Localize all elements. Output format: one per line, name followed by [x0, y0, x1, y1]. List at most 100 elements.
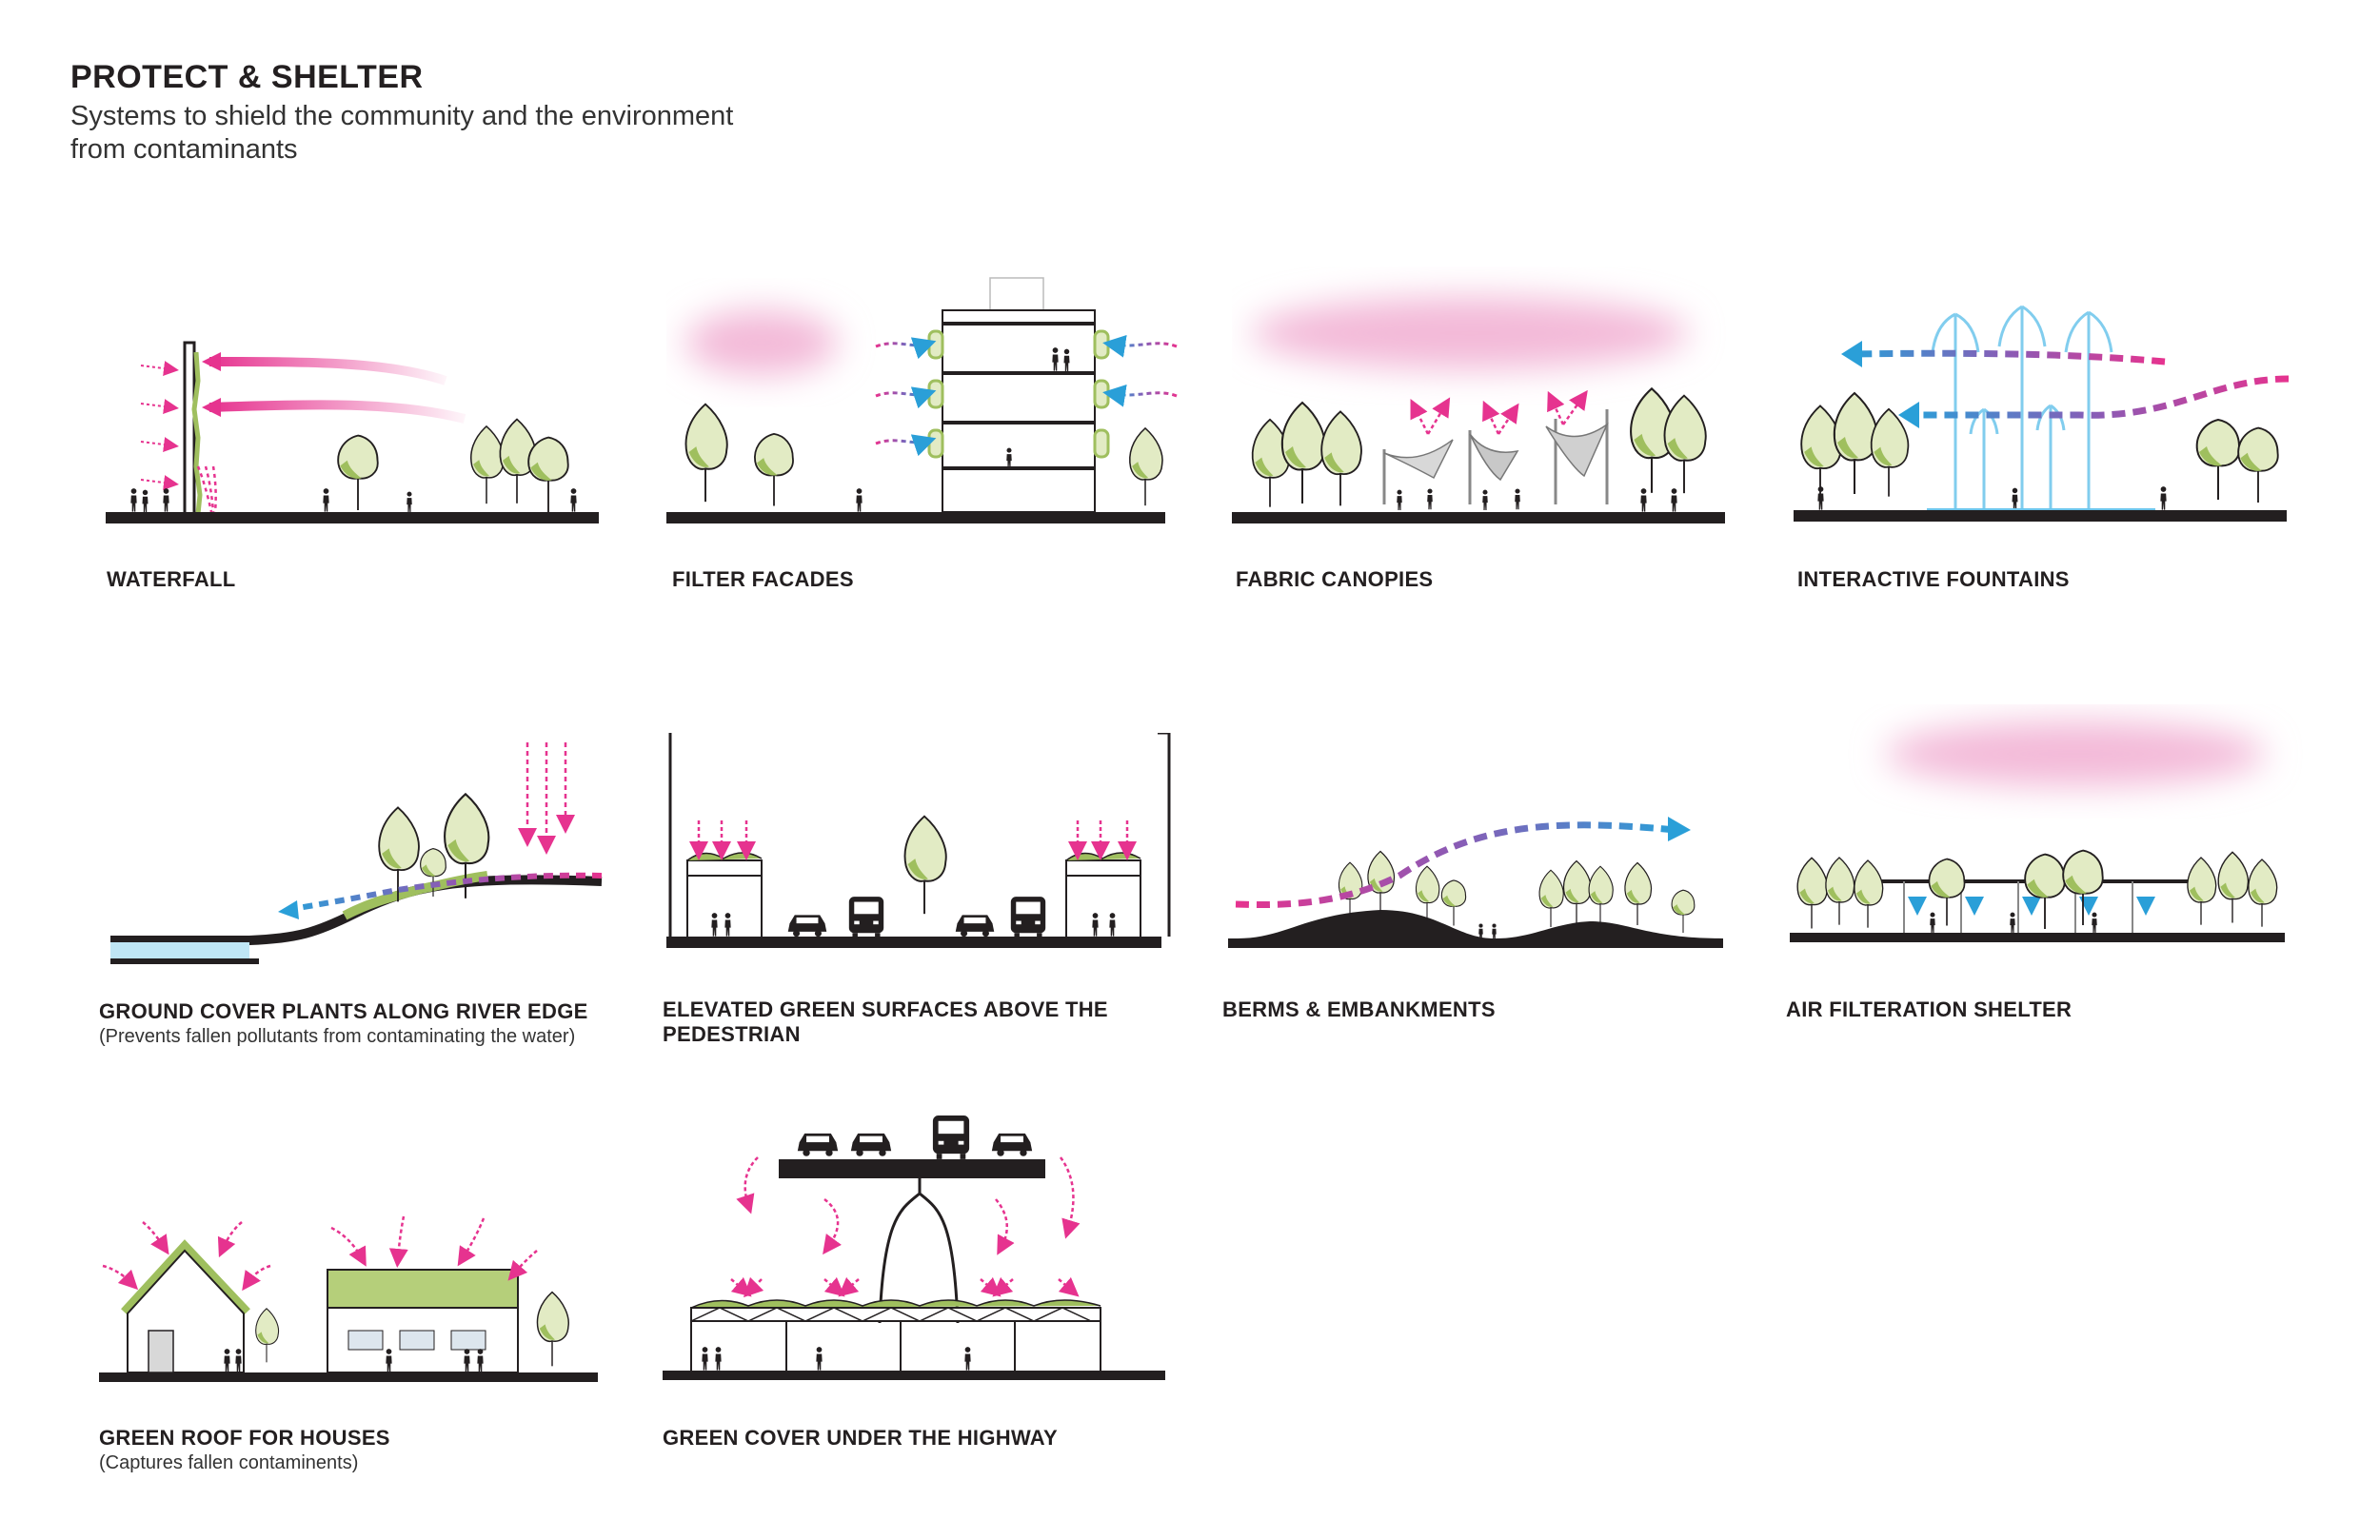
captured-pollutant-arrows	[102, 1215, 538, 1292]
caption-green-cover-highway: GREEN COVER UNDER THE HIGHWAY	[663, 1426, 1058, 1450]
bus	[848, 897, 884, 938]
caption-fabric-canopies: FABRIC CANOPIES	[1236, 567, 1434, 591]
tree	[469, 424, 506, 505]
small-pink-arrows	[140, 361, 179, 490]
berms-illustration	[1228, 817, 1723, 948]
berm-mounds	[1238, 910, 1723, 938]
panel-filter-facades	[666, 267, 1200, 533]
tree	[2195, 418, 2241, 502]
caption-berms: BERMS & EMBANKMENTS	[1222, 997, 1496, 1021]
person	[1492, 923, 1497, 940]
waterfall-illustration	[106, 341, 599, 523]
wall-greenery	[191, 351, 203, 515]
tree	[1128, 427, 1163, 507]
panel-green-roof	[99, 1171, 632, 1390]
person	[1482, 489, 1488, 510]
panel-ground-cover	[107, 733, 640, 990]
deflected-pollutant-arrows	[1410, 389, 1588, 435]
person	[1397, 489, 1402, 510]
interactive-fountains-illustration	[1794, 305, 2290, 522]
air-arrow-upper	[1850, 349, 2166, 365]
caption-air-filter-shelter: AIR FILTERATION SHELTER	[1786, 997, 2073, 1021]
runoff-arrow	[287, 872, 603, 913]
smog-cloud	[1251, 297, 1689, 369]
fabric-canopies-illustration	[1232, 297, 1725, 523]
caption-waterfall: WATERFALL	[107, 567, 236, 591]
caption-elevated-green: ELEVATED GREEN SURFACES ABOVE THE PEDEST…	[663, 997, 1108, 1047]
person	[2092, 912, 2097, 933]
deflected-air-arrow	[1235, 821, 1676, 909]
tree	[1854, 859, 1884, 929]
tree	[1588, 865, 1614, 923]
green-roof-illustration	[99, 1215, 598, 1382]
filtered-air-arrows-left	[875, 337, 937, 457]
tree	[1440, 879, 1467, 927]
tree	[536, 1291, 570, 1368]
panel-air-filter-shelter	[1790, 704, 2323, 952]
person	[724, 913, 731, 937]
tree	[527, 436, 569, 514]
ground-line	[666, 937, 1161, 948]
building-frame	[942, 309, 1096, 513]
person	[163, 488, 169, 512]
caption-green-roof: GREEN ROOF FOR HOUSES	[99, 1426, 390, 1450]
person	[323, 488, 329, 512]
green-canopy-deck	[690, 1299, 1101, 1371]
tree	[1796, 857, 1829, 930]
page-subtitle: Systems to shield the community and the …	[70, 100, 851, 167]
filter-facades-illustration	[666, 277, 1178, 523]
tree	[2062, 849, 2104, 927]
tree	[1825, 857, 1855, 926]
person	[1671, 488, 1677, 512]
river-water	[110, 942, 249, 961]
tree	[1870, 407, 1910, 498]
ground-line	[99, 1372, 598, 1382]
person	[1427, 488, 1433, 510]
smog-cloud	[1885, 721, 2266, 786]
tree	[2187, 857, 2217, 926]
tree	[2217, 851, 2250, 924]
ground-line	[106, 512, 599, 523]
ground-line	[1794, 510, 2287, 522]
pink-arrowhead-lower	[202, 398, 221, 417]
tree	[1320, 410, 1363, 507]
canopy-structures	[1382, 409, 1609, 504]
page-title: PROTECT & SHELTER	[70, 59, 424, 95]
tree	[1338, 861, 1363, 918]
tree	[684, 403, 728, 503]
panel-berms	[1228, 780, 1761, 952]
pink-arrow-lower	[208, 400, 466, 424]
person	[142, 489, 149, 512]
tree	[1800, 405, 1843, 502]
smog-cloud	[685, 310, 838, 375]
filtered-air-arrows-right	[1102, 334, 1178, 407]
person	[1930, 912, 1935, 933]
tree	[2248, 859, 2278, 928]
elevated-green-illustration	[666, 733, 1171, 948]
waterfall-wall	[183, 341, 196, 516]
subtitle-line-1: Systems to shield the community and the …	[70, 101, 734, 131]
person	[2012, 487, 2018, 510]
cyclist	[964, 1347, 971, 1371]
tree	[1562, 859, 1592, 925]
commercial-building	[327, 1269, 519, 1373]
falling-pollutant-arrows	[518, 742, 575, 855]
building-floors	[942, 322, 1095, 470]
air-arrowhead-lower	[1898, 402, 1919, 428]
panel-elevated-green	[666, 733, 1200, 961]
falling-pollutant-arrows	[196, 465, 217, 513]
person	[570, 488, 577, 512]
air-arrowhead-upper	[1841, 341, 1862, 367]
falling-pollutant-arrows	[689, 820, 1137, 860]
air-filter-shelter-illustration	[1790, 721, 2285, 942]
person	[702, 1347, 708, 1371]
note-ground-cover: (Prevents fallen pollutants from contami…	[99, 1026, 576, 1047]
tree	[903, 815, 948, 916]
person	[816, 1347, 823, 1371]
caption-line-1: ELEVATED GREEN SURFACES ABOVE THE	[663, 997, 1108, 1021]
ground-line	[1228, 938, 1723, 948]
right-green-canopy	[1065, 852, 1141, 937]
ground-line	[1232, 512, 1725, 523]
ground-line	[666, 512, 1165, 523]
green-cover-highway-illustration	[663, 1116, 1165, 1380]
